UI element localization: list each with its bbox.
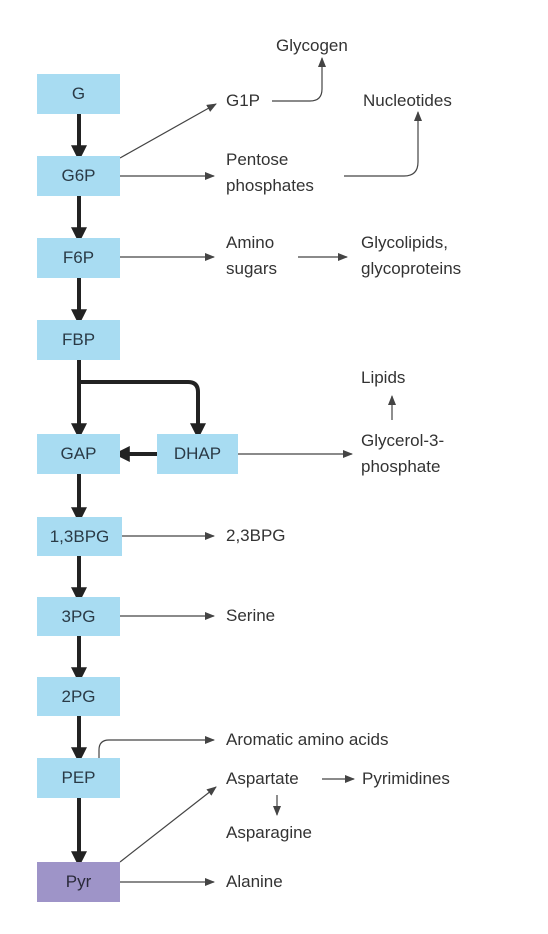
node-pyruvate: Pyr	[37, 862, 120, 902]
node-pyruvate-label: Pyr	[65, 872, 92, 891]
node-gap: GAP	[37, 434, 120, 474]
label-alanine: Alanine	[226, 872, 283, 891]
label-pentose-line2: phosphates	[226, 176, 314, 195]
node-glucose-label: G	[71, 84, 86, 103]
arrow-fbp-to-dhap	[79, 380, 206, 440]
node-f6p-label: F6P	[62, 248, 95, 267]
node-2pg-label: 2PG	[61, 686, 96, 706]
node-fbp: FBP	[37, 320, 120, 360]
label-pyrimidines: Pyrimidines	[362, 769, 450, 788]
label-glycolipids-line2: glycoproteins	[361, 259, 462, 278]
node-2pg: 2PG	[37, 677, 120, 716]
label-lipids: Lipids	[361, 368, 406, 387]
label-g1p: G1P	[226, 91, 261, 110]
node-g6p-label: G6P	[61, 166, 96, 185]
label-amino-line1: Amino	[226, 233, 275, 252]
node-13bpg-label: 1,3BPG	[49, 526, 110, 546]
label-glycerol-line1: Glycerol-3-	[361, 431, 445, 450]
label-nucleotides: Nucleotides	[363, 91, 452, 110]
node-glucose: G	[37, 74, 120, 114]
label-23bpg: 2,3BPG	[226, 526, 286, 545]
label-glycerol-line2: phosphate	[361, 457, 441, 476]
node-13bpg: 1,3BPG	[37, 517, 122, 556]
label-glycogen: Glycogen	[276, 36, 348, 55]
label-asparagine: Asparagine	[226, 823, 313, 842]
node-3pg-label: 3PG	[61, 606, 96, 626]
label-amino-line2: sugars	[226, 259, 278, 278]
label-serine: Serine	[226, 606, 276, 625]
node-g6p: G6P	[37, 156, 120, 196]
arrow-pentose-to-nucleotides	[344, 111, 422, 177]
node-dhap-label: DHAP	[173, 444, 222, 463]
arrow-g6p-to-g1p	[119, 103, 217, 159]
node-pep: PEP	[37, 758, 120, 798]
node-3pg: 3PG	[37, 597, 120, 636]
node-pep-label: PEP	[61, 768, 96, 787]
label-aromatic-amino-acids: Aromatic amino acids	[226, 730, 389, 749]
arrow-pep-to-aromatic	[98, 736, 215, 758]
label-glycolipids-line1: Glycolipids,	[361, 233, 448, 252]
node-fbp-label: FBP	[61, 330, 96, 349]
arrow-pyr-to-aspartate	[119, 786, 217, 863]
arrow-g1p-to-glycogen	[272, 57, 326, 102]
node-gap-label: GAP	[60, 444, 97, 463]
label-pentose-line1: Pentose	[226, 150, 289, 169]
node-dhap: DHAP	[157, 434, 238, 474]
node-f6p: F6P	[37, 238, 120, 278]
label-aspartate: Aspartate	[226, 769, 299, 788]
